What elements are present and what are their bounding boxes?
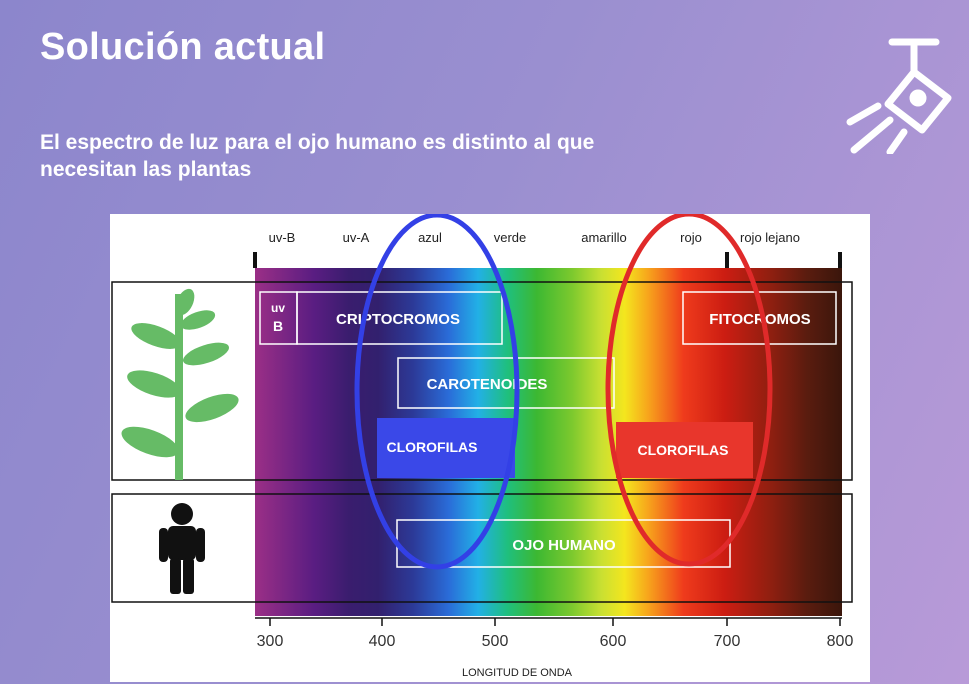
band-label-rojo: rojo [680,230,702,245]
axis-label: LONGITUD DE ONDA [462,667,573,679]
blue-highlight-ellipse [354,214,520,570]
cryptochromes-label: CRIPTOCROMOS [336,311,460,328]
light-spectrum-figure: uv-B uv-A azul verde amarillo rojo rojo … [110,214,870,682]
axis-tick-700: 700 [714,633,741,650]
chlorophyll-red-box [616,422,753,478]
carotenoids-label: CAROTENOIDES [427,376,548,393]
band-label-rojo-lejano: rojo lejano [740,230,800,245]
axis-tick-400: 400 [369,633,396,650]
band-label-uv-b: uv-B [269,230,296,245]
lamp-with-rays-icon [846,38,952,154]
red-highlight-ellipse [605,214,773,567]
person-silhouette-icon [159,503,205,594]
band-label-azul: azul [418,230,442,245]
band-label-amarillo: amarillo [581,230,627,245]
plant-icon [121,288,239,480]
human-eye-label: OJO HUMANO [512,537,616,554]
carotenoids-box [397,357,615,409]
uvb-label-line1: uv [271,301,285,315]
slide: Solución actual El espectro de luz para … [12,12,969,684]
chlorophyll-blue-label: CLOROFILAS [387,439,478,455]
plant-row-frame [111,281,853,481]
chlorophyll-blue-box [377,418,515,478]
band-label-verde: verde [494,230,527,245]
axis-tick-300: 300 [257,633,284,650]
axis-tick-800: 800 [827,633,854,650]
axis-tick-500: 500 [482,633,509,650]
phytochromes-label: FITOCROMOS [709,311,810,328]
axis-tick-600: 600 [600,633,627,650]
human-row-frame [111,493,853,603]
band-label-uv-a: uv-A [343,230,370,245]
chlorophyll-red-label: CLOROFILAS [638,442,729,458]
slide-subtitle: El espectro de luz para el ojo humano es… [40,131,595,181]
phytochromes-box [682,291,837,345]
cryptochromes-box [296,291,503,345]
slide-title: Solución actual [40,26,326,68]
uvb-label-line2: B [273,318,283,334]
